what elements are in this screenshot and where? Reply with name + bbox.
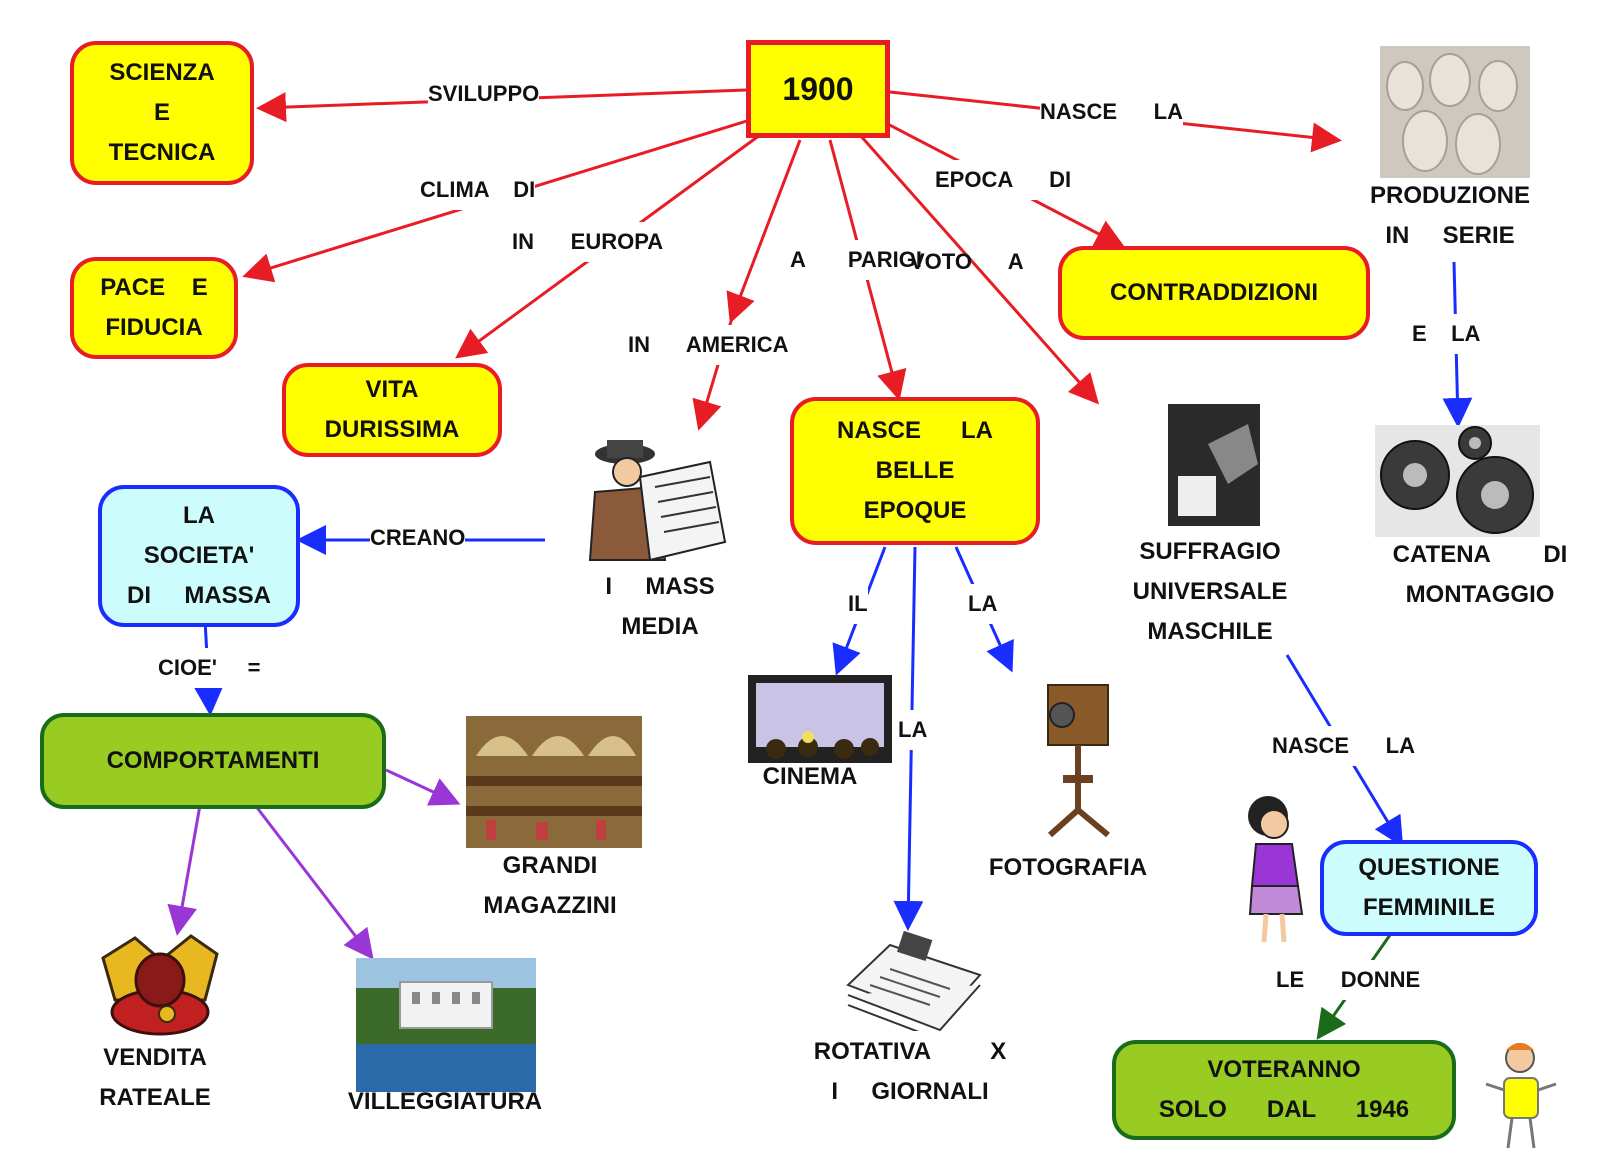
link-label-nasce-la-femminile: NASCE LA <box>1272 726 1416 766</box>
node-contraddizioni[interactable]: CONTRADDIZIONI <box>1058 246 1370 340</box>
node-vendita-rateale[interactable]: VENDITA RATEALE <box>99 1044 211 1111</box>
cinema-screen-image <box>748 675 892 763</box>
mapper-logo <box>1485 1043 1557 1149</box>
villa-image <box>356 958 536 1092</box>
link-label-epoca-di: EPOCA DI <box>935 160 1072 200</box>
node-belle-epoque[interactable]: NASCE LA BELLE EPOQUE <box>790 397 1040 545</box>
newspapers-image <box>846 930 982 1031</box>
node-societa-di-massa[interactable]: LA SOCIETA' DI MASSA <box>98 485 300 627</box>
link-label-sviluppo: SVILUPPO <box>428 74 540 114</box>
node-vita-durissima[interactable]: VITA DURISSIMA <box>282 363 502 457</box>
link-label-e-la: E LA <box>1412 314 1481 354</box>
camera-image <box>1047 684 1110 838</box>
node-scienza-e-tecnica[interactable]: SCIENZA E TECNICA <box>70 41 254 185</box>
newspaper-reader-image <box>588 440 727 562</box>
ballot-image <box>1168 404 1260 526</box>
node-comportamenti[interactable]: COMPORTAMENTI <box>40 713 386 809</box>
node-questione-femminile[interactable]: QUESTIONE FEMMINILE <box>1320 840 1538 936</box>
node-mass-media[interactable]: I MASS MEDIA <box>605 573 715 640</box>
link-label-il: IL <box>848 584 868 624</box>
node-produzione-in-serie[interactable]: PRODUZIONE IN SERIE <box>1369 182 1530 249</box>
department-store-image <box>466 716 642 848</box>
node-villeggiatura[interactable]: VILLEGGIATURA <box>347 1088 543 1115</box>
node-pace-e-fiducia[interactable]: PACE E FIDUCIA <box>70 257 238 359</box>
link-label-clima-di: CLIMA DI <box>420 170 536 210</box>
link-label-la-rotativa: LA <box>898 710 928 750</box>
gears-image <box>1375 425 1540 537</box>
link-label-voto-a: VOTO A <box>910 249 1024 274</box>
node-fotografia[interactable]: FOTOGRAFIA <box>988 854 1148 881</box>
link-label-a-parigi: A PARIGI <box>790 240 923 280</box>
node-rotativa-giornali[interactable]: ROTATIVA X I GIORNALI <box>813 1038 1007 1105</box>
node-cinema[interactable]: CINEMA <box>762 763 858 790</box>
mannequins-image <box>1380 46 1530 178</box>
link-label-le-donne: LE DONNE <box>1276 960 1421 1000</box>
node-catena-di-montaggio[interactable]: CATENA DI MONTAGGIO <box>1392 541 1568 608</box>
crown-purse-image <box>101 934 219 1036</box>
link-label-cioe: CIOE' = <box>158 648 261 688</box>
link-label-nasce-la-top: NASCE LA <box>1040 92 1184 132</box>
link-label-creano: CREANO <box>370 518 466 558</box>
link-label-in-europa: IN EUROPA <box>512 222 664 262</box>
node-suffragio-universale[interactable]: SUFFRAGIO UNIVERSALE MASCHILE <box>1132 538 1288 645</box>
link-label-la-fotografia: LA <box>968 584 998 624</box>
node-voteranno-1946[interactable]: VOTERANNO SOLO DAL 1946 <box>1112 1040 1456 1140</box>
root-node-1900[interactable]: 1900 <box>746 40 890 138</box>
link-label-in-america: IN AMERICA <box>628 325 789 365</box>
node-grandi-magazzini[interactable]: GRANDI MAGAZZINI <box>483 852 617 919</box>
woman-image <box>1248 796 1304 943</box>
